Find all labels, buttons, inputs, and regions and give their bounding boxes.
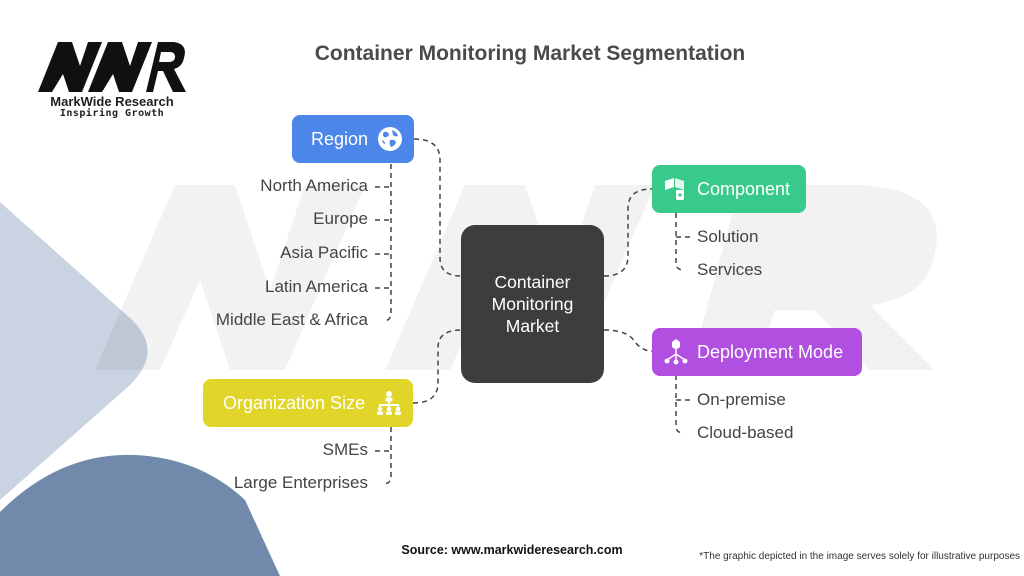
segment-deployment-mode: Deployment Mode — [652, 328, 862, 376]
globe-icon — [378, 127, 402, 151]
deployment-mode-item-2: Cloud-based — [697, 423, 794, 442]
region-item-1: North America — [260, 176, 368, 195]
center-node-label: Container Monitoring Market — [491, 272, 574, 336]
connector-deployment-items — [675, 375, 685, 434]
page-title: Container Monitoring Market Segmentation — [314, 42, 746, 65]
segment-organization-size-label: Organization Size — [223, 392, 366, 413]
center-node: Container Monitoring Market — [461, 225, 604, 383]
connector-org-items — [382, 427, 392, 485]
brand-logo — [38, 42, 186, 92]
network-icon — [664, 339, 688, 365]
segment-component-label: Component — [697, 178, 791, 199]
component-item-2: Services — [697, 260, 763, 279]
component-item-1: Solution — [697, 227, 759, 246]
brand-tagline: Inspiring Growth — [59, 108, 165, 119]
segment-deployment-mode-label: Deployment Mode — [697, 341, 844, 362]
organization-size-item-1: SMEs — [322, 440, 368, 459]
boxes-icon — [665, 178, 684, 200]
org-chart-icon — [377, 391, 401, 415]
connector-component — [603, 188, 653, 277]
region-item-5: Middle East & Africa — [215, 310, 368, 329]
source-link[interactable]: Source: www.markwideresearch.com — [401, 543, 623, 557]
region-item-3: Asia Pacific — [280, 243, 368, 262]
connector-org — [412, 329, 462, 404]
brand-name: MarkWide Research — [50, 94, 174, 109]
region-item-2: Europe — [313, 209, 368, 228]
region-item-4: Latin America — [265, 277, 368, 296]
connector-deployment — [603, 329, 653, 352]
segment-organization-size: Organization Size — [203, 379, 413, 427]
connector-region-items — [382, 164, 392, 322]
background-shape-light — [0, 202, 148, 500]
segment-region-label: Region — [311, 128, 369, 149]
segment-component: Component — [652, 165, 806, 213]
connector-component-items — [675, 213, 685, 271]
connector-region — [413, 138, 462, 277]
organization-size-item-2: Large Enterprises — [233, 473, 368, 492]
disclaimer-text: *The graphic depicted in the image serve… — [699, 551, 1020, 562]
segment-region: Region — [292, 115, 414, 163]
deployment-mode-item-1: On-premise — [697, 390, 786, 409]
background-shape-dark — [0, 454, 280, 576]
